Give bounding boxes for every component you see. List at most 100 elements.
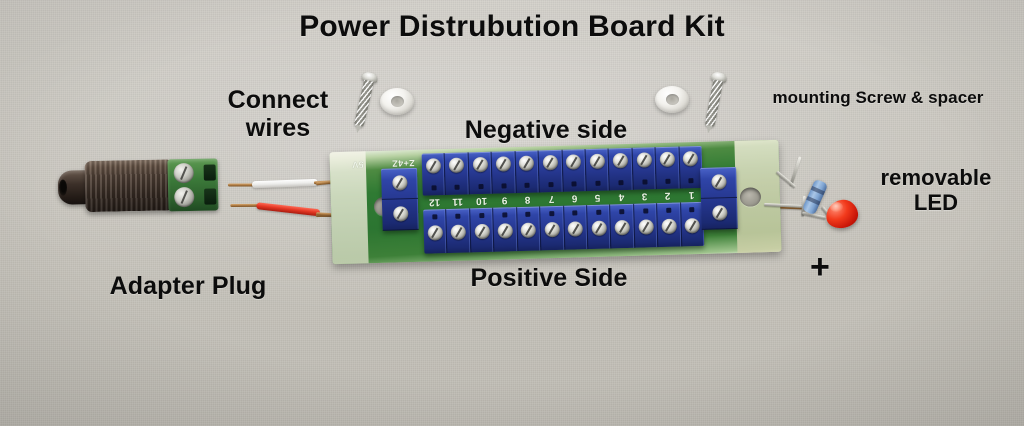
terminal-wire-hole	[525, 211, 531, 217]
terminal-screw	[661, 218, 677, 235]
terminal-wire-hole	[524, 182, 530, 188]
terminal-pole	[445, 152, 470, 196]
terminal-screw	[589, 153, 605, 170]
terminal-pole	[421, 153, 447, 196]
terminal-wire-hole	[502, 212, 508, 218]
terminal-number: 11	[452, 195, 464, 207]
terminal-wire-hole	[595, 180, 601, 186]
terminal-pole	[540, 205, 565, 251]
terminal-pole	[633, 203, 659, 248]
terminal-pole	[468, 151, 494, 195]
terminal-block-input-left	[381, 167, 419, 231]
terminal-pole	[381, 198, 419, 231]
terminal-pole	[608, 147, 634, 191]
label-adapter-plug: Adapter Plug	[109, 272, 267, 300]
terminal-wire-hole	[641, 179, 648, 185]
terminal-wire-hole	[478, 213, 484, 219]
screw-tip	[705, 125, 713, 135]
terminal-wire-hole	[454, 184, 460, 190]
terminal-pole	[632, 147, 657, 190]
terminal-pole	[469, 207, 495, 253]
terminal-pole	[610, 203, 636, 249]
nylon-spacer-left	[380, 88, 414, 115]
terminal-screw	[427, 225, 443, 241]
wire-insulation	[255, 202, 321, 217]
adapter-plug-terminal-block	[167, 158, 219, 212]
terminal-pole	[515, 150, 540, 194]
terminal-wire-hole	[572, 210, 578, 216]
terminal-pole	[585, 148, 611, 192]
terminal-pole	[423, 209, 448, 254]
terminal-pole	[655, 146, 681, 190]
terminal-pole	[587, 204, 612, 250]
terminal-screw	[448, 157, 465, 173]
terminal-number: 6	[571, 192, 578, 204]
terminal-screw	[542, 154, 558, 171]
terminal-wire-hole	[548, 182, 554, 188]
terminal-number: 4	[618, 191, 625, 203]
terminal-screw	[520, 222, 537, 238]
terminal-screw	[425, 158, 441, 174]
terminal-number: 2	[664, 189, 671, 201]
terminal-pole	[446, 208, 472, 254]
terminal-screw	[497, 223, 513, 239]
terminal-wire-hole	[688, 178, 694, 184]
terminal-screw	[472, 156, 488, 173]
terminal-screw	[711, 205, 728, 221]
label-positive-side: Positive Side	[470, 264, 628, 292]
terminal-pole	[563, 205, 589, 250]
terminal-wire-hole	[432, 214, 438, 220]
terminal-pole	[493, 207, 519, 252]
adapter-plug	[57, 153, 224, 218]
terminal-wire-hole	[431, 185, 437, 191]
screw-tip	[354, 124, 362, 134]
page-title: Power Distrubution Board Kit	[299, 10, 725, 43]
terminal-screw	[450, 224, 467, 240]
terminal-screw	[636, 152, 652, 168]
terminal-number: 9	[501, 194, 508, 206]
nylon-spacer-right	[655, 86, 689, 113]
pcb-silkscreen-text: Z+4Z	[391, 157, 415, 169]
terminal-wire-hole	[665, 178, 671, 184]
terminal-screw	[612, 152, 629, 169]
terminal-block-output-right	[700, 166, 738, 230]
label-polarity-plus: +	[810, 248, 830, 286]
terminal-screw	[684, 217, 701, 234]
terminal-wire-hole	[478, 184, 484, 190]
terminal-pole	[491, 151, 517, 194]
label-mounting-screw-spacer: mounting Screw & spacer	[772, 88, 984, 107]
adapter-terminal-port	[204, 188, 217, 205]
terminal-screw	[519, 155, 535, 171]
terminal-number: 10	[475, 194, 487, 207]
terminal-screw	[544, 221, 560, 238]
removable-led-assembly	[763, 156, 882, 265]
terminal-screw	[567, 221, 584, 237]
terminal-wire-hole	[666, 207, 672, 213]
label-removable-led: removable LED	[880, 165, 992, 215]
terminal-block-positive	[423, 201, 705, 254]
terminal-number: 1	[688, 189, 695, 201]
terminal-pole	[381, 167, 418, 200]
terminal-number: 8	[524, 193, 531, 205]
terminal-wire-hole	[455, 213, 461, 219]
adapter-terminal-port	[203, 164, 216, 181]
terminal-number: 7	[548, 193, 555, 205]
terminal-number: 12	[428, 196, 441, 208]
pcb-silkscreen-text: 5V	[351, 159, 364, 170]
terminal-wire-hole	[619, 209, 625, 215]
terminal-wire-hole	[501, 183, 507, 189]
adapter-terminal-screw	[174, 186, 195, 208]
label-negative-side: Negative side	[464, 116, 628, 144]
terminal-pole	[516, 206, 542, 252]
terminal-pole	[657, 202, 682, 248]
terminal-screw	[565, 154, 582, 170]
terminal-wire-hole	[549, 211, 555, 217]
terminal-pole	[538, 149, 564, 193]
terminal-screw	[638, 219, 654, 235]
terminal-wire-hole	[618, 180, 624, 186]
terminal-wire-hole	[595, 209, 602, 215]
terminal-screw	[495, 156, 512, 172]
terminal-number: 5	[594, 191, 601, 203]
